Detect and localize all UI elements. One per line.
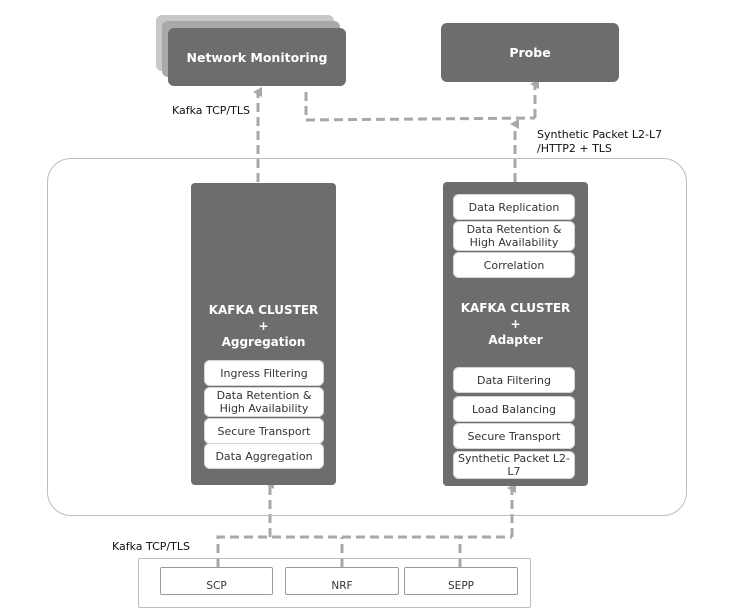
aggregation-item-data-retention[interactable]: Data Retention & High Availability — [204, 387, 324, 417]
source-scp[interactable]: SCP — [160, 567, 273, 595]
adapter-item-synthetic-packet[interactable]: Synthetic Packet L2-L7 — [453, 451, 575, 479]
connector-sources-bus — [216, 535, 512, 567]
platform-container — [47, 158, 687, 516]
probe-label: Probe — [509, 45, 551, 60]
kafka-bottom-label: Kafka TCP/TLS — [112, 540, 190, 553]
network-monitoring-label: Network Monitoring — [186, 49, 328, 65]
kafka-cluster-adapter[interactable]: Data Replication Data Retention & High A… — [443, 182, 588, 486]
aggregation-title-line2: + — [258, 319, 269, 333]
aggregation-title-line3: Aggregation — [221, 335, 306, 349]
source-nrf[interactable]: NRF — [285, 567, 399, 595]
aggregation-item-data-aggregation[interactable]: Data Aggregation — [204, 443, 324, 469]
synthetic-label-line1: Synthetic Packet L2-L7 — [537, 128, 663, 141]
adapter-title-line3: Adapter — [488, 333, 543, 347]
aggregation-item-ingress-filtering[interactable]: Ingress Filtering — [204, 360, 324, 386]
kafka-top-label: Kafka TCP/TLS — [172, 104, 250, 117]
sources-container — [138, 558, 531, 608]
synthetic-label-line2: /HTTP2 + TLS — [537, 142, 612, 155]
adapter-item-secure-transport[interactable]: Secure Transport — [453, 423, 575, 449]
aggregation-item-secure-transport[interactable]: Secure Transport — [204, 418, 324, 444]
adapter-title-line1: KAFKA CLUSTER — [460, 301, 571, 315]
network-monitoring-box[interactable]: Network Monitoring — [168, 28, 346, 86]
probe-box[interactable]: Probe — [441, 23, 619, 82]
source-sepp[interactable]: SEPP — [404, 567, 518, 595]
adapter-title-line2: + — [510, 317, 521, 331]
adapter-item-data-retention[interactable]: Data Retention & High Availability — [453, 221, 575, 251]
adapter-item-data-replication[interactable]: Data Replication — [453, 194, 575, 220]
adapter-item-load-balancing[interactable]: Load Balancing — [453, 396, 575, 422]
adapter-item-correlation[interactable]: Correlation — [453, 252, 575, 278]
connector-monitoring-probe-link — [304, 92, 536, 122]
aggregation-title-line1: KAFKA CLUSTER — [208, 303, 319, 317]
kafka-cluster-aggregation[interactable]: KAFKA CLUSTER + Aggregation Ingress Filt… — [191, 183, 336, 485]
adapter-item-data-filtering[interactable]: Data Filtering — [453, 367, 575, 393]
